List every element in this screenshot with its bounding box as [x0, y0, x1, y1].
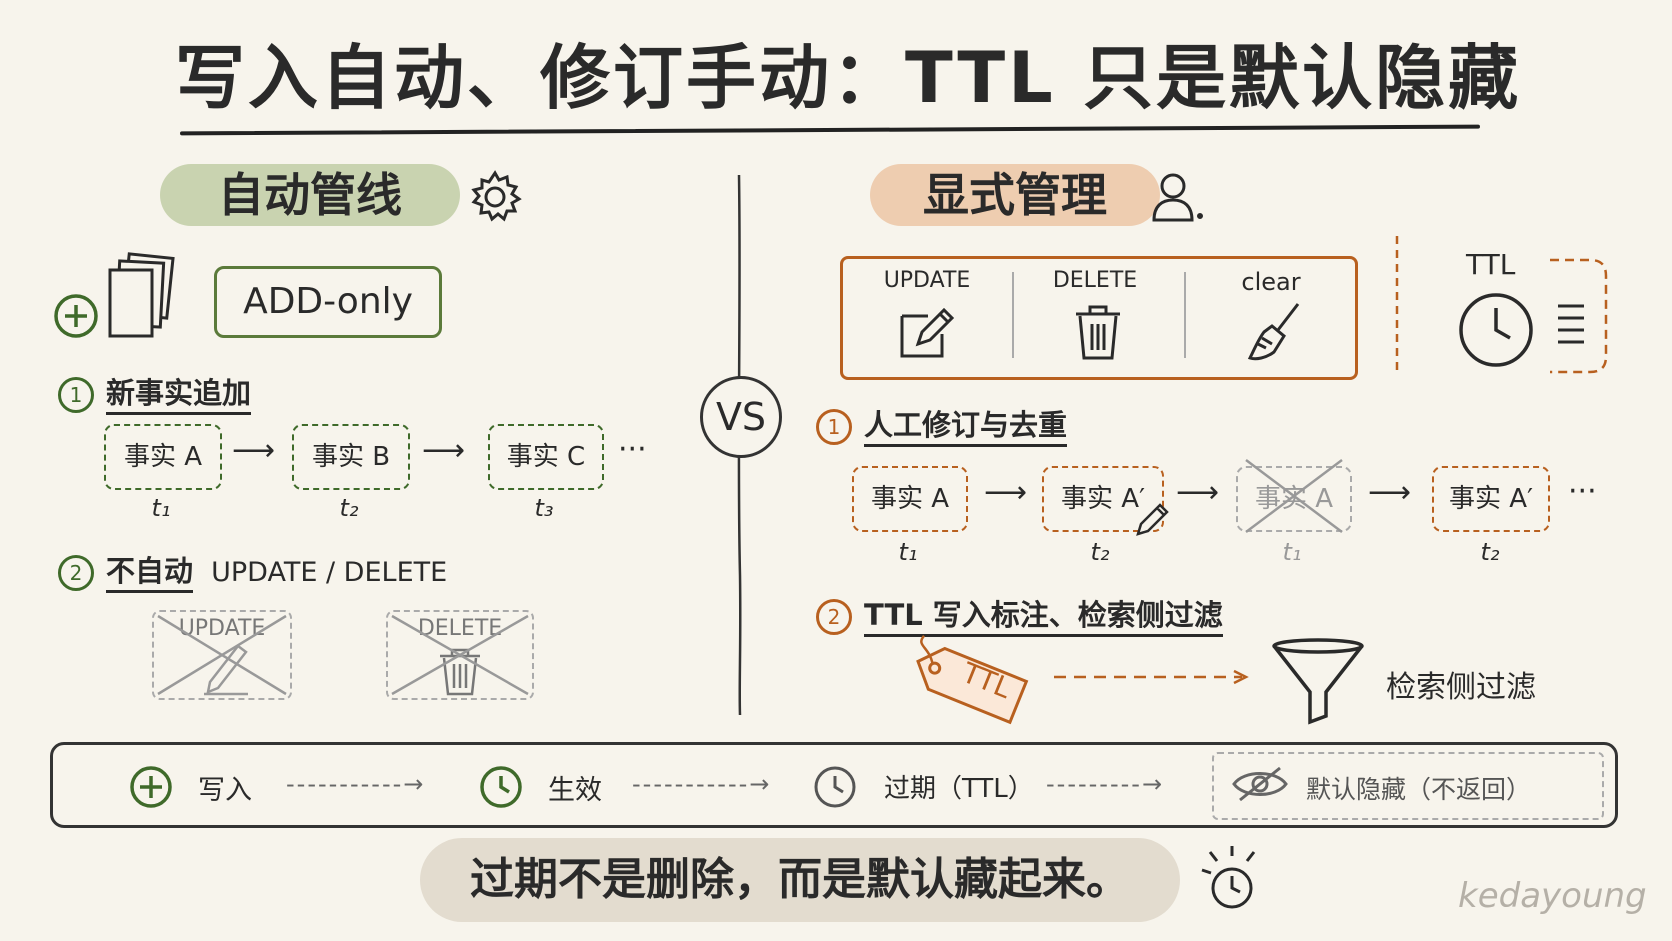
arrow-icon: ⟶	[1176, 475, 1220, 510]
lifecycle-timeline	[50, 742, 1618, 828]
fact-box: 事实 A	[104, 424, 222, 490]
explicit-management-header: 显式管理	[870, 164, 1160, 226]
right-step-1: 1 人工修订与去重	[816, 402, 1068, 447]
left-step-2-label-a: 不自动	[106, 554, 194, 593]
right-step-1-label: 人工修订与去重	[864, 408, 1068, 447]
blocked-delete-label: DELETE	[417, 616, 503, 641]
left-step-2: 2 不自动 UPDATE / DELETE	[58, 548, 448, 593]
trash-icon	[391, 614, 529, 696]
funnel-icon	[1272, 638, 1364, 725]
dashed-arrow-icon: -----------→	[286, 770, 426, 798]
edit-icon	[900, 307, 955, 358]
fact-box: 事实 A′	[1042, 466, 1164, 532]
fact-box: 事实 A	[852, 466, 968, 532]
clock-icon	[1459, 293, 1533, 367]
step-number: 2	[58, 555, 94, 591]
clock-icon	[480, 766, 522, 808]
fact-box: 事实 B	[292, 424, 410, 490]
stage-expired: 过期（TTL）	[884, 774, 1034, 804]
stage-effective: 生效	[548, 775, 602, 806]
add-circle-icon	[54, 294, 98, 338]
signature: kedayoung	[1458, 876, 1647, 916]
ops-divider	[1184, 272, 1186, 358]
time-label: t₁	[898, 538, 918, 566]
fact-box-struck: 事实 A	[1236, 466, 1352, 532]
ellipsis: ···	[618, 432, 647, 467]
filter-label: 检索侧过滤	[1386, 670, 1536, 705]
time-label: t₂	[339, 494, 359, 522]
conclusion-banner: 过期不是删除，而是默认藏起来。	[420, 838, 1180, 922]
time-label: t₁	[1282, 538, 1302, 566]
blocked-delete: DELETE	[386, 610, 534, 700]
gear-icon	[471, 170, 522, 222]
step-number: 1	[816, 409, 852, 445]
left-step-1-label: 新事实追加	[106, 376, 252, 415]
alarm-clock-icon	[1201, 846, 1256, 909]
op-delete-label: DELETE	[1052, 268, 1138, 293]
center-divider	[737, 174, 742, 716]
right-step-2: 2 TTL 写入标注、检索侧过滤	[816, 592, 1223, 637]
time-label: t₂	[1090, 538, 1110, 566]
user-icon	[1152, 173, 1203, 222]
ops-divider	[1012, 272, 1014, 358]
manual-ops-box	[840, 256, 1358, 380]
ellipsis: ···	[1568, 474, 1597, 509]
op-update-label: UPDATE	[883, 268, 971, 293]
add-only-label: ADD-only	[214, 266, 442, 338]
auto-pipeline-header: 自动管线	[160, 164, 460, 226]
time-label: t₃	[534, 494, 554, 522]
eye-off-icon	[1232, 766, 1288, 802]
arrow-icon: ⟶	[232, 433, 276, 468]
left-step-1: 1 新事实追加	[58, 370, 252, 415]
documents-icon	[108, 252, 175, 338]
op-clear-label: clear	[1241, 268, 1301, 296]
tag-icon	[916, 634, 1029, 725]
dashed-arrow-icon: -----------→	[632, 770, 772, 798]
page-title: 写入自动、修订手动：TTL 只是默认隐藏	[175, 37, 1522, 119]
fact-box: 事实 C	[488, 424, 604, 490]
cross-icon	[157, 614, 287, 696]
pencil-icon	[1136, 503, 1169, 536]
hidden-stage-box	[1212, 752, 1604, 820]
arrow-icon: ⟶	[984, 475, 1028, 510]
trash-icon	[1076, 305, 1120, 360]
list-panel-icon	[1550, 258, 1608, 374]
add-circle-icon	[130, 766, 172, 808]
vs-badge: VS	[700, 376, 782, 458]
fact-box: 事实 A′	[1432, 466, 1550, 532]
broom-icon	[1247, 303, 1300, 361]
stage-write: 写入	[198, 775, 252, 806]
dashed-arrow-icon: ---------→	[1046, 770, 1165, 798]
clock-icon	[814, 766, 856, 808]
arrow-icon: ⟶	[422, 433, 466, 468]
stage-hidden: 默认隐藏（不返回）	[1306, 775, 1532, 804]
step-number: 2	[816, 599, 852, 635]
cross-icon	[1245, 459, 1343, 533]
right-step-2-label: TTL 写入标注、检索侧过滤	[864, 598, 1223, 637]
left-step-2-label-b: UPDATE / DELETE	[211, 557, 448, 588]
arrow-icon: ⟶	[1368, 475, 1412, 510]
step-number: 1	[58, 377, 94, 413]
ttl-label: TTL	[1466, 248, 1516, 281]
time-label: t₂	[1480, 538, 1500, 566]
time-label: t₁	[151, 494, 171, 522]
dashed-separator	[1395, 236, 1399, 372]
dashed-arrow-icon	[1054, 669, 1249, 685]
